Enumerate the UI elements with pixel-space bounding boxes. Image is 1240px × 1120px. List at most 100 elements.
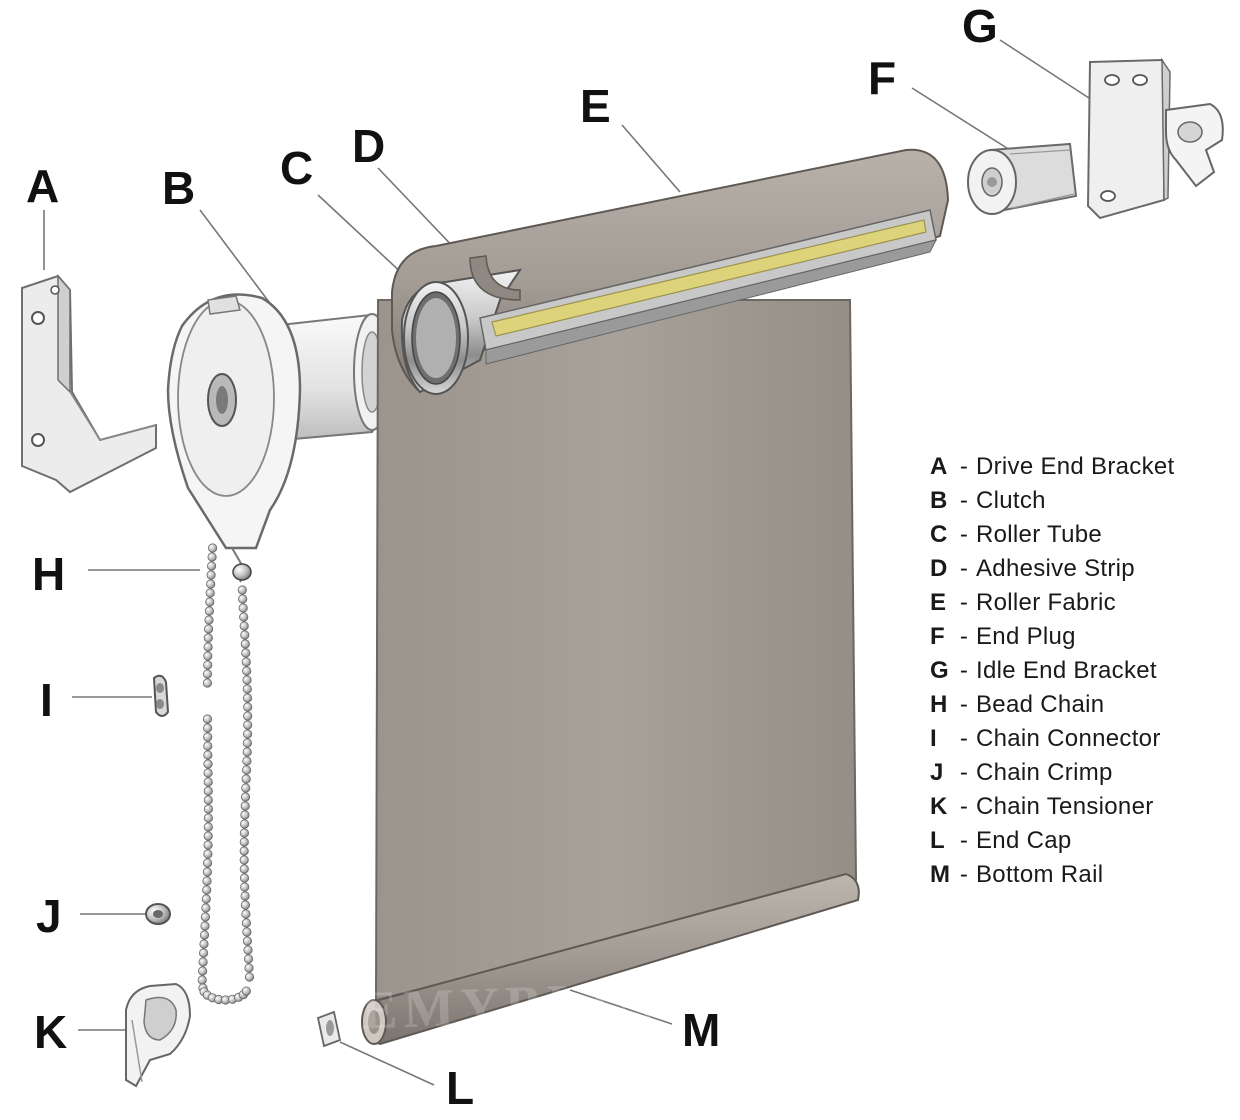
- legend-separator: -: [959, 521, 969, 548]
- chain-bead: [243, 729, 253, 739]
- chain-bead: [202, 885, 212, 895]
- chain-bead: [203, 858, 213, 868]
- callout-K: K: [34, 1006, 67, 1058]
- legend-label: End Cap: [976, 827, 1072, 854]
- parts-legend: A-Drive End Bracket B-Clutch C-Roller Tu…: [930, 452, 1230, 894]
- chain-bead: [240, 810, 250, 820]
- chain-bead: [207, 552, 217, 562]
- legend-separator: -: [959, 657, 969, 684]
- chain-bead: [238, 603, 248, 613]
- legend-letter: E: [930, 589, 947, 616]
- legend-letter: H: [930, 691, 948, 718]
- roller-tube: [374, 148, 950, 1002]
- chain-bead: [203, 795, 213, 805]
- chain-bead: [240, 801, 250, 811]
- chain-bead: [200, 921, 210, 931]
- chain-bead: [239, 828, 249, 838]
- callout-J: J: [36, 890, 62, 942]
- chain-connector: [152, 674, 170, 717]
- chain-bead: [243, 954, 254, 964]
- chain-bead: [203, 660, 213, 670]
- chain-bead: [241, 918, 251, 928]
- legend-item: D-Adhesive Strip: [930, 554, 1230, 588]
- legend-item: M-Bottom Rail: [930, 860, 1230, 894]
- legend-item: F-End Plug: [930, 622, 1230, 656]
- callout-D: D: [352, 120, 385, 172]
- legend-letter: A: [930, 453, 948, 480]
- chain-bead: [242, 927, 252, 937]
- chain-bead: [202, 876, 212, 886]
- legend-separator: -: [959, 691, 969, 718]
- legend-label: Drive End Bracket: [976, 453, 1175, 480]
- legend-label: Clutch: [976, 487, 1046, 514]
- legend-separator: -: [959, 589, 969, 616]
- chain-bead: [204, 615, 214, 625]
- chain-bead: [205, 588, 215, 598]
- chain-bead: [242, 684, 252, 694]
- chain-bead: [239, 621, 249, 631]
- chain-bead: [202, 678, 212, 688]
- chain-bead: [242, 747, 252, 757]
- legend-letter: D: [930, 555, 948, 582]
- chain-bead: [204, 624, 214, 634]
- chain-bead: [206, 579, 216, 589]
- chain-tensioner: [125, 982, 192, 1088]
- chain-bead: [241, 648, 251, 658]
- chain-bead: [203, 633, 213, 643]
- callout-M: M: [682, 1004, 720, 1056]
- legend-letter: B: [930, 487, 948, 514]
- chain-bead: [203, 732, 213, 742]
- chain-bead: [203, 759, 213, 769]
- chain-bead: [239, 864, 249, 874]
- chain-bead: [242, 765, 252, 775]
- legend-letter: F: [930, 623, 945, 650]
- chain-bead: [203, 750, 213, 760]
- chain-bead: [239, 873, 250, 883]
- chain-bead: [203, 822, 213, 832]
- legend-letter: J: [930, 759, 944, 786]
- drive-end-bracket: [21, 273, 157, 494]
- chain-bead: [203, 813, 213, 823]
- chain-bead: [201, 894, 211, 904]
- chain-bead: [240, 882, 250, 892]
- chain-crimp: [145, 903, 171, 925]
- end-plug: [967, 142, 1078, 215]
- legend-letter: C: [930, 521, 948, 548]
- chain-bead: [243, 702, 253, 712]
- legend-item: L-End Cap: [930, 826, 1230, 860]
- legend-item: C-Roller Tube: [930, 520, 1230, 554]
- chain-bead: [244, 963, 254, 973]
- chain-bead: [203, 777, 213, 787]
- legend-item: H-Bead Chain: [930, 690, 1230, 724]
- chain-bead: [203, 642, 213, 652]
- callout-G: G: [962, 0, 998, 52]
- chain-bead: [240, 819, 250, 829]
- callout-I: I: [40, 674, 53, 726]
- legend-label: Adhesive Strip: [976, 555, 1135, 582]
- legend-item: A-Drive End Bracket: [930, 452, 1230, 486]
- chain-bead: [203, 804, 213, 814]
- chain-bead: [207, 561, 217, 571]
- watermark: EEMYBLIND: [318, 969, 707, 1042]
- callout-E: E: [580, 80, 611, 132]
- bead-chain: [197, 543, 255, 1005]
- legend-item: J-Chain Crimp: [930, 758, 1230, 792]
- chain-bead: [205, 597, 215, 607]
- chain-bead: [202, 714, 213, 724]
- chain-bead: [199, 939, 209, 949]
- legend-letter: K: [930, 793, 948, 820]
- chain-bead: [197, 975, 207, 985]
- chain-bead: [244, 972, 255, 982]
- chain-bead: [203, 831, 213, 841]
- legend-letter: G: [930, 657, 949, 684]
- callout-F: F: [868, 52, 896, 104]
- legend-label: End Plug: [976, 623, 1076, 650]
- legend-label: Chain Crimp: [976, 759, 1113, 786]
- chain-bead: [242, 756, 252, 766]
- legend-label: Chain Connector: [976, 725, 1161, 752]
- chain-bead: [239, 846, 249, 856]
- legend-separator: -: [959, 487, 969, 514]
- callout-C: C: [280, 142, 313, 194]
- chain-bead: [240, 792, 251, 802]
